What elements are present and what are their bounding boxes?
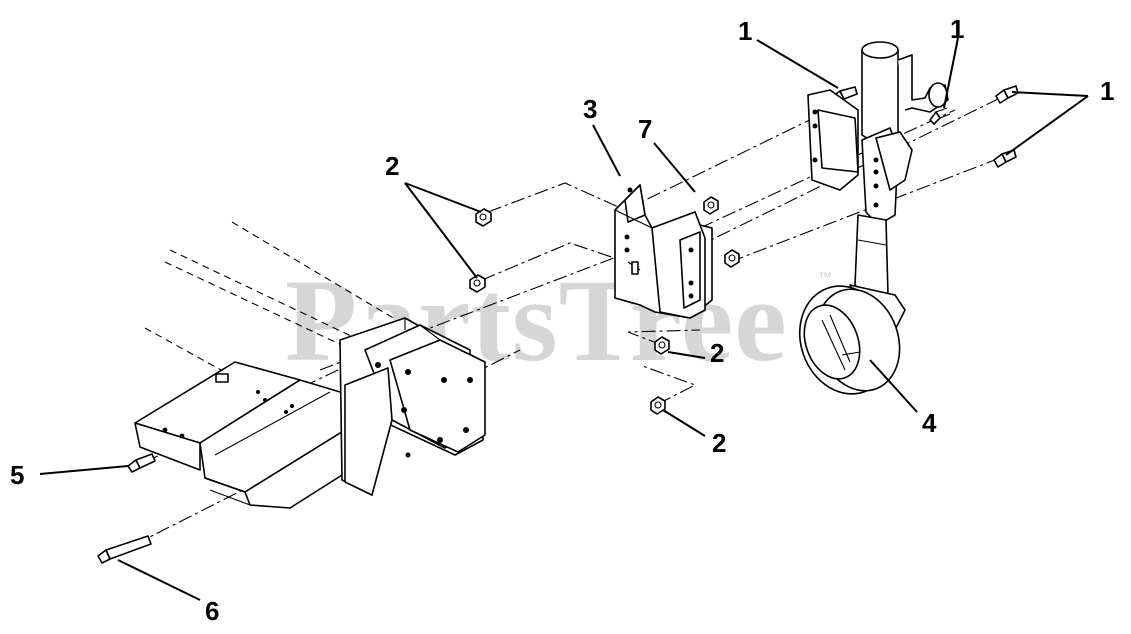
watermark-trademark: ™ bbox=[818, 269, 832, 285]
callout-2-lower: 2 bbox=[712, 428, 726, 458]
bolt-1b bbox=[929, 107, 951, 125]
callout-6: 6 bbox=[205, 596, 219, 626]
frame-mounting-plates bbox=[339, 317, 486, 496]
jack-bracket-3 bbox=[614, 184, 713, 319]
leader-lines bbox=[39, 37, 1089, 601]
nut-2b bbox=[469, 274, 486, 293]
bolt-6-long bbox=[97, 535, 152, 564]
callout-1-top-middle: 1 bbox=[950, 14, 964, 44]
bolt-5 bbox=[127, 453, 156, 473]
frame-construction-lines bbox=[144, 221, 401, 376]
callout-2-upper-left: 2 bbox=[385, 151, 399, 181]
callout-4: 4 bbox=[922, 408, 937, 438]
callout-7: 7 bbox=[638, 114, 652, 144]
callout-2-middle: 2 bbox=[710, 338, 724, 368]
nut-7a bbox=[703, 196, 719, 215]
bolt-1d bbox=[993, 149, 1017, 168]
callout-1-right: 1 bbox=[1100, 76, 1114, 106]
nut-7b bbox=[724, 249, 740, 268]
swivel-jack-4 bbox=[798, 41, 949, 395]
callout-5: 5 bbox=[10, 460, 24, 490]
nut-2c bbox=[654, 336, 670, 355]
frame-tongue bbox=[134, 361, 351, 509]
bolt-1c bbox=[995, 85, 1019, 104]
callout-1-top-left: 1 bbox=[738, 16, 752, 46]
nut-2a bbox=[475, 208, 492, 227]
nut-2d bbox=[650, 396, 666, 415]
callout-3: 3 bbox=[583, 94, 597, 124]
